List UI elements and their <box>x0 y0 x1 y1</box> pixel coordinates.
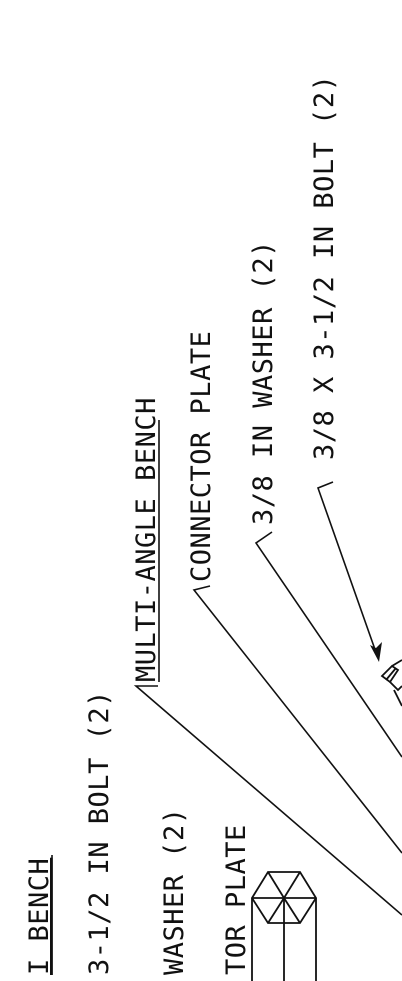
leader-lines <box>133 481 402 916</box>
parts <box>250 659 402 981</box>
right-label-group: MULTI-ANGLE BENCH CONNECTOR PLATE 3/8 IN… <box>131 75 340 682</box>
left-bolt-label: 3-1/2 IN BOLT (2) <box>84 690 115 975</box>
leader-connector-plate <box>192 585 402 854</box>
right-washer-label: 3/8 IN WASHER (2) <box>248 240 279 525</box>
right-plate-label: CONNECTOR PLATE <box>186 331 217 582</box>
left-title-label: I BENCH <box>24 858 55 975</box>
leader-multi-angle-bench <box>133 685 402 916</box>
leader-bolt <box>316 481 379 659</box>
right-title-label: MULTI-ANGLE BENCH <box>131 397 162 682</box>
leader-washer <box>254 531 402 758</box>
left-plate-label: TOR PLATE <box>221 824 252 975</box>
left-washer-label: WASHER (2) <box>159 807 190 975</box>
bolt-head-part <box>380 659 402 707</box>
square-post-part <box>250 871 318 981</box>
right-bolt-label: 3/8 X 3-1/2 IN BOLT (2) <box>309 75 340 460</box>
left-label-group: I BENCH 3-1/2 IN BOLT (2) WASHER (2) TOR… <box>24 690 252 975</box>
leader-bolt-arrowhead <box>370 642 382 662</box>
